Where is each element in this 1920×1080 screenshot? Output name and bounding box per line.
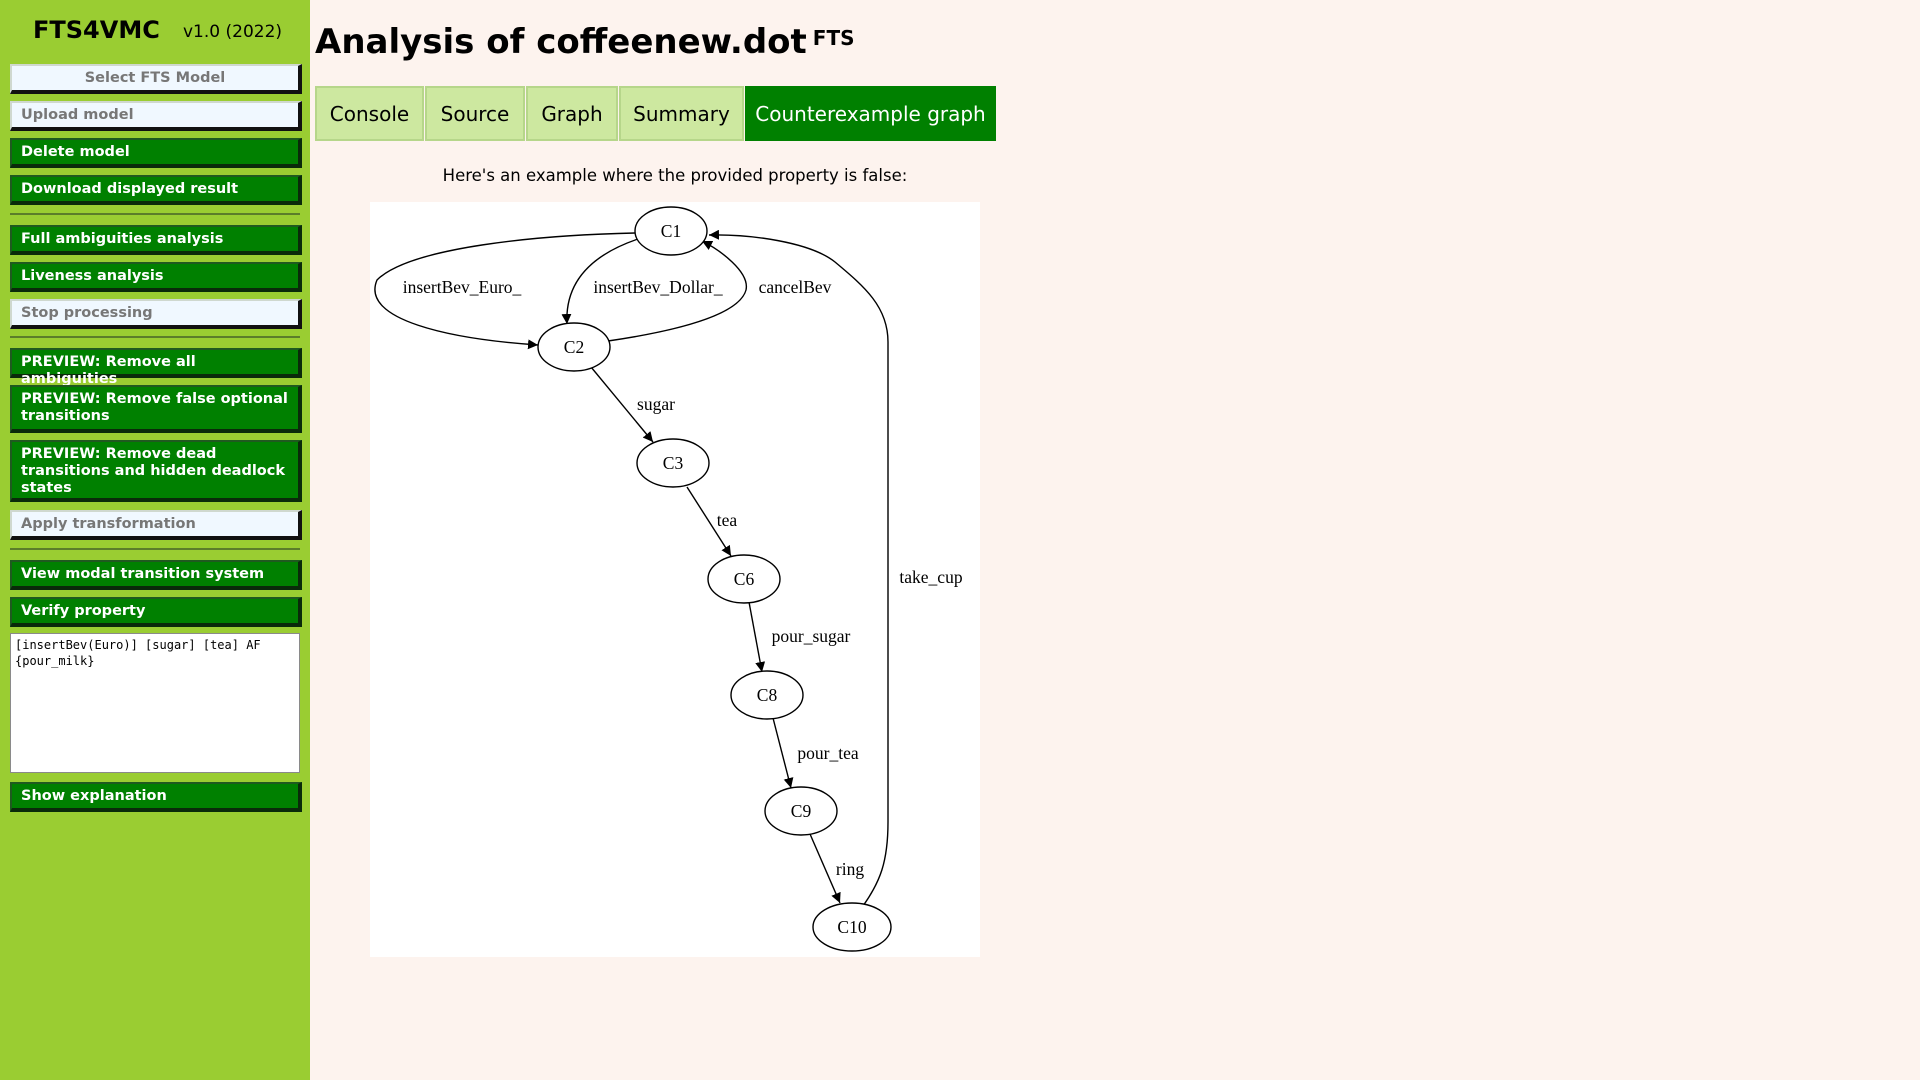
page-title-text: Analysis of coffeenew.dot	[315, 22, 807, 62]
edge-c9-c10	[809, 833, 841, 904]
edge-label-tea: tea	[717, 510, 738, 530]
edge-c8-c9	[772, 717, 794, 789]
edge-c1-c2-dollar	[561, 238, 639, 325]
edge-label-cancelbev: cancelBev	[759, 277, 832, 297]
node-label: C9	[791, 801, 812, 821]
graph-node: C9	[764, 786, 838, 836]
remove-dead-transitions-button[interactable]: PREVIEW: Remove dead transitions and hid…	[10, 440, 302, 502]
edge-label-pour-sugar: pour_sugar	[772, 626, 851, 646]
edge-label-insertbev-dollar: insertBev_Dollar_	[593, 277, 723, 297]
graph-node: C1	[634, 206, 708, 256]
edge-label-take-cup: take_cup	[899, 567, 962, 587]
show-explanation-button[interactable]: Show explanation	[10, 782, 302, 812]
graph-node: C10	[812, 902, 892, 952]
view-mts-button[interactable]: View modal transition system	[10, 560, 302, 590]
tab-counterexample-graph[interactable]: Counterexample graph	[745, 86, 996, 141]
graph-node: C3	[636, 438, 710, 488]
verify-property-button[interactable]: Verify property	[10, 597, 302, 627]
sidebar-divider	[10, 548, 300, 550]
full-ambiguities-button[interactable]: Full ambiguities analysis	[10, 225, 302, 255]
tab-source[interactable]: Source	[425, 86, 525, 141]
tab-graph[interactable]: Graph	[526, 86, 618, 141]
edge-c6-c8	[748, 601, 766, 673]
app-header: FTS4VMC v1.0 (2022)	[0, 0, 310, 64]
edge-c2-c1-cancel	[607, 240, 747, 342]
stop-processing-button[interactable]: Stop processing	[10, 299, 302, 329]
upload-model-button[interactable]: Upload model	[10, 101, 302, 131]
model-type-badge: FTS	[812, 26, 855, 50]
sidebar: FTS4VMC v1.0 (2022) Select FTS Model Upl…	[0, 0, 310, 1080]
property-input[interactable]	[10, 633, 300, 773]
edge-c10-c1-take-cup	[708, 229, 889, 907]
edge-c1-c2-euro	[374, 232, 636, 350]
app-title: FTS4VMC	[33, 16, 160, 44]
sidebar-divider	[10, 336, 300, 338]
graph-node: C2	[537, 322, 611, 372]
node-label: C10	[837, 917, 866, 937]
node-label: C1	[661, 221, 681, 241]
edge-c3-c6	[686, 486, 732, 557]
edge-label-sugar: sugar	[637, 394, 675, 414]
node-label: C8	[757, 685, 778, 705]
edge-c2-c3	[590, 366, 654, 443]
edge-label-pour-tea: pour_tea	[797, 743, 858, 763]
select-fts-model-button[interactable]: Select FTS Model	[10, 64, 302, 94]
edge-label-insertbev-euro: insertBev_Euro_	[403, 277, 522, 297]
graph-node: C6	[707, 554, 781, 604]
sidebar-divider	[10, 213, 300, 215]
delete-model-button[interactable]: Delete model	[10, 138, 302, 168]
edge-label-ring: ring	[836, 859, 864, 879]
remove-false-optional-button[interactable]: PREVIEW: Remove false optional transitio…	[10, 385, 302, 433]
counterexample-caption: Here's an example where the provided pro…	[442, 166, 908, 185]
download-result-button[interactable]: Download displayed result	[10, 175, 302, 205]
liveness-analysis-button[interactable]: Liveness analysis	[10, 262, 302, 292]
node-label: C6	[734, 569, 755, 589]
graph-node: C8	[730, 670, 804, 720]
tab-console[interactable]: Console	[315, 86, 424, 141]
tab-summary[interactable]: Summary	[619, 86, 744, 141]
remove-all-ambiguities-button[interactable]: PREVIEW: Remove all ambiguities	[10, 348, 302, 387]
counterexample-graph: insertBev_Euro_ insertBev_Dollar_ cancel…	[370, 202, 980, 957]
apply-transformation-button[interactable]: Apply transformation	[10, 510, 302, 540]
app-version: v1.0 (2022)	[183, 22, 283, 42]
node-label: C2	[564, 337, 584, 357]
node-label: C3	[663, 453, 684, 473]
